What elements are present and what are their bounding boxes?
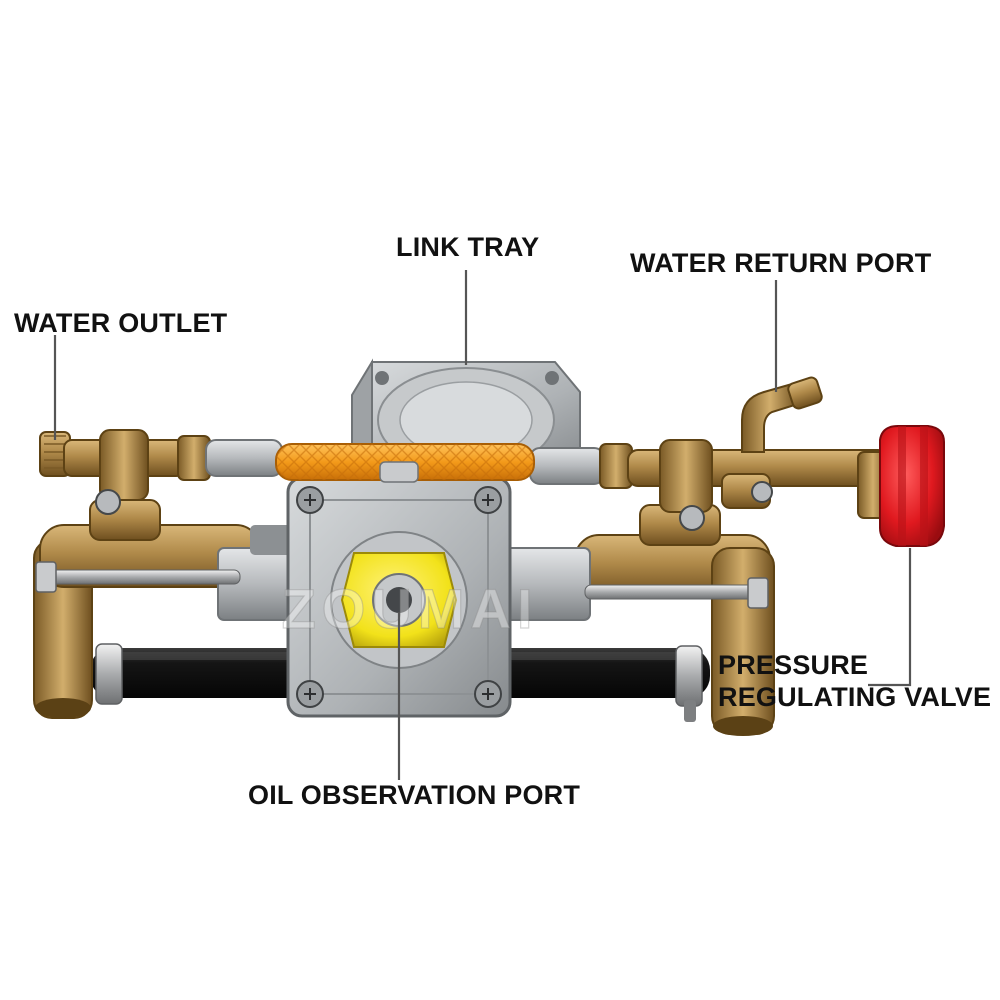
connector-nuts xyxy=(177,435,633,489)
orange-braided-hose xyxy=(275,443,535,483)
leader-pressure-valve xyxy=(868,548,912,687)
label-link-tray: LINK TRAY xyxy=(396,232,540,262)
oil-observation-cap xyxy=(340,552,458,648)
label-pressure-line1: PRESSURE xyxy=(718,650,869,680)
tie-rods xyxy=(35,561,769,609)
leader-lines xyxy=(53,270,912,780)
label-oil-observation-port: OIL OBSERVATION PORT xyxy=(248,780,581,810)
watermark-text: ZOUMAI xyxy=(282,577,539,640)
label-pressure-line2: REGULATING VALVE xyxy=(718,682,992,712)
pressure-regulating-knob xyxy=(857,425,945,547)
label-water-outlet: WATER OUTLET xyxy=(14,308,228,338)
label-water-return-port: WATER RETURN PORT xyxy=(630,248,932,278)
water-return-elbow xyxy=(741,376,823,453)
water-outlet-fitting xyxy=(39,429,185,515)
